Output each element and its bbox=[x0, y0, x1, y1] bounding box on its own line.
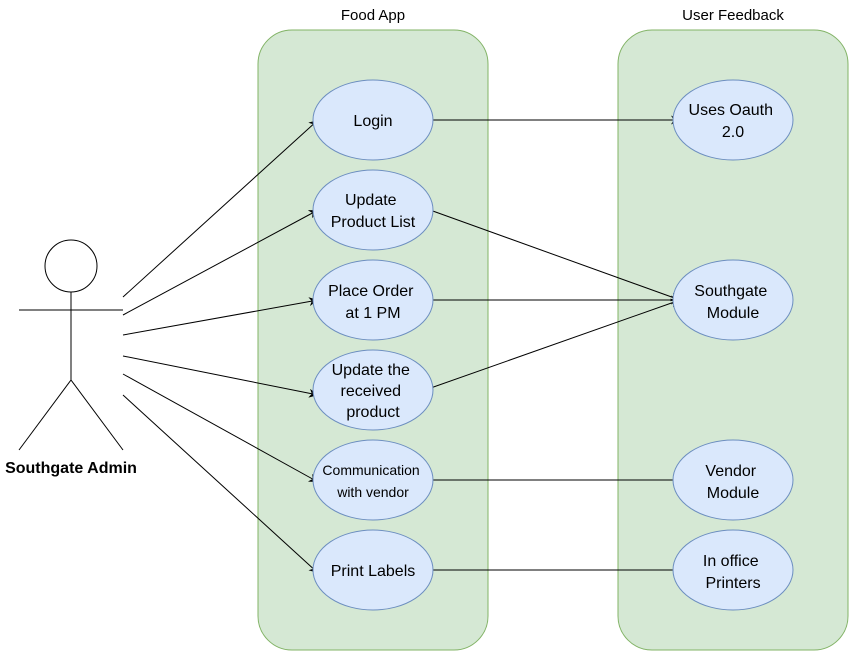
actor-name: Southgate Admin bbox=[5, 460, 137, 477]
arrow-actor-to-update-received bbox=[122, 355, 319, 398]
usecase-update-received-product-ellipse bbox=[312, 349, 434, 431]
usecase-southgate-module-ellipse bbox=[672, 259, 794, 341]
usecase-update-product-list-ellipse bbox=[312, 169, 434, 251]
usecase-login-label: Login bbox=[353, 113, 392, 130]
usecase-communication-with-vendor-ellipse bbox=[312, 439, 434, 521]
connections bbox=[122, 115, 684, 575]
actor-left-leg bbox=[18, 379, 72, 451]
arrow-actor-to-place-order bbox=[122, 297, 319, 336]
usecase-print-labels-ellipse bbox=[312, 529, 434, 611]
arrow-actor-to-print-labels bbox=[122, 394, 319, 574]
usecase-print-labels-label: Print Labels bbox=[331, 563, 416, 580]
arrow-actor-to-login bbox=[122, 119, 319, 298]
usecase-in-office-printers[interactable]: In office Printers bbox=[672, 529, 794, 611]
actor-right-leg bbox=[70, 379, 124, 451]
usecase-update-received-product-label: Update the received product bbox=[332, 362, 415, 421]
usecase-login[interactable]: Login bbox=[312, 79, 434, 161]
usecase-vendor-module-label: Vendor Module bbox=[705, 463, 760, 502]
usecase-in-office-printers-label: In office Printers bbox=[703, 553, 763, 592]
usecase-in-office-printers-ellipse bbox=[672, 529, 794, 611]
usecase-place-order[interactable]: Place Order at 1 PM bbox=[312, 259, 434, 341]
usecase-uses-oauth-label: Uses Oauth 2.0 bbox=[689, 102, 778, 141]
usecase-uses-oauth[interactable]: Uses Oauth 2.0 bbox=[672, 79, 794, 161]
usecase-update-product-list-label: Update Product List bbox=[331, 192, 416, 231]
usecase-update-received-product[interactable]: Update the received product bbox=[312, 349, 434, 431]
arrow-update-received-to-southgate-module bbox=[424, 298, 681, 391]
arrow-actor-to-update-product-list bbox=[122, 209, 319, 316]
usecase-update-product-list[interactable]: Update Product List bbox=[312, 169, 434, 251]
arrow-actor-to-communication-vendor bbox=[122, 373, 319, 483]
food-app-title: Food App bbox=[341, 7, 405, 24]
usecase-print-labels[interactable]: Print Labels bbox=[312, 529, 434, 611]
usecase-uses-oauth-ellipse bbox=[672, 79, 794, 161]
actor-southgate-admin[interactable]: Southgate Admin bbox=[5, 239, 137, 477]
arrow-update-product-list-to-southgate-module bbox=[429, 209, 681, 302]
user-feedback-title: User Feedback bbox=[682, 7, 784, 24]
usecase-vendor-module[interactable]: Vendor Module bbox=[672, 439, 794, 521]
usecase-vendor-module-ellipse bbox=[672, 439, 794, 521]
usecase-southgate-module[interactable]: Southgate Module bbox=[672, 259, 794, 341]
usecase-communication-with-vendor[interactable]: Communication with vendor bbox=[312, 439, 434, 521]
actor-head bbox=[44, 239, 98, 293]
usecase-place-order-label: Place Order at 1 PM bbox=[328, 283, 418, 322]
usecase-southgate-module-label: Southgate Module bbox=[694, 283, 771, 322]
usecase-place-order-ellipse bbox=[312, 259, 434, 341]
usecase-communication-with-vendor-label: Communication with vendor bbox=[322, 462, 423, 500]
usecase-login-ellipse bbox=[312, 79, 434, 161]
